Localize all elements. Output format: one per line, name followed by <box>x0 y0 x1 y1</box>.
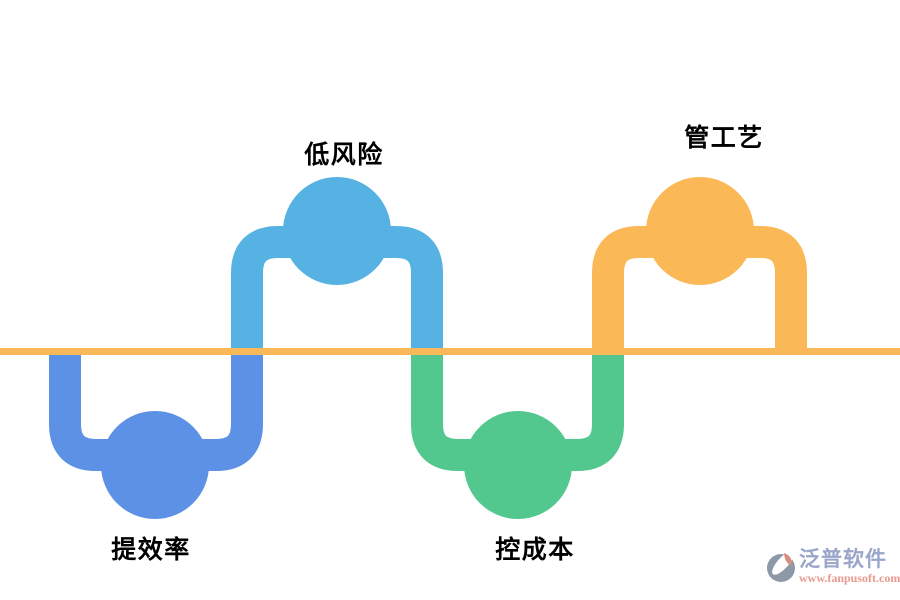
brand-url: www.fanpusoft.com <box>799 571 900 585</box>
watermark: 泛普软件 www.fanpusoft.com <box>767 549 900 585</box>
circle-node-0 <box>101 411 209 519</box>
circle-node-3 <box>646 177 754 285</box>
node-label-3: 管工艺 <box>684 123 764 152</box>
circle-node-1 <box>283 177 391 285</box>
baseline <box>0 348 900 355</box>
watermark-text: 泛普软件 www.fanpusoft.com <box>799 547 900 585</box>
fanpu-logo-icon <box>767 551 795 582</box>
node-label-1: 低风险 <box>304 140 384 169</box>
circle-node-2 <box>464 411 572 519</box>
node-label-2: 控成本 <box>495 535 575 564</box>
brand-name: 泛普软件 <box>799 547 887 571</box>
node-label-0: 提效率 <box>111 535 191 564</box>
